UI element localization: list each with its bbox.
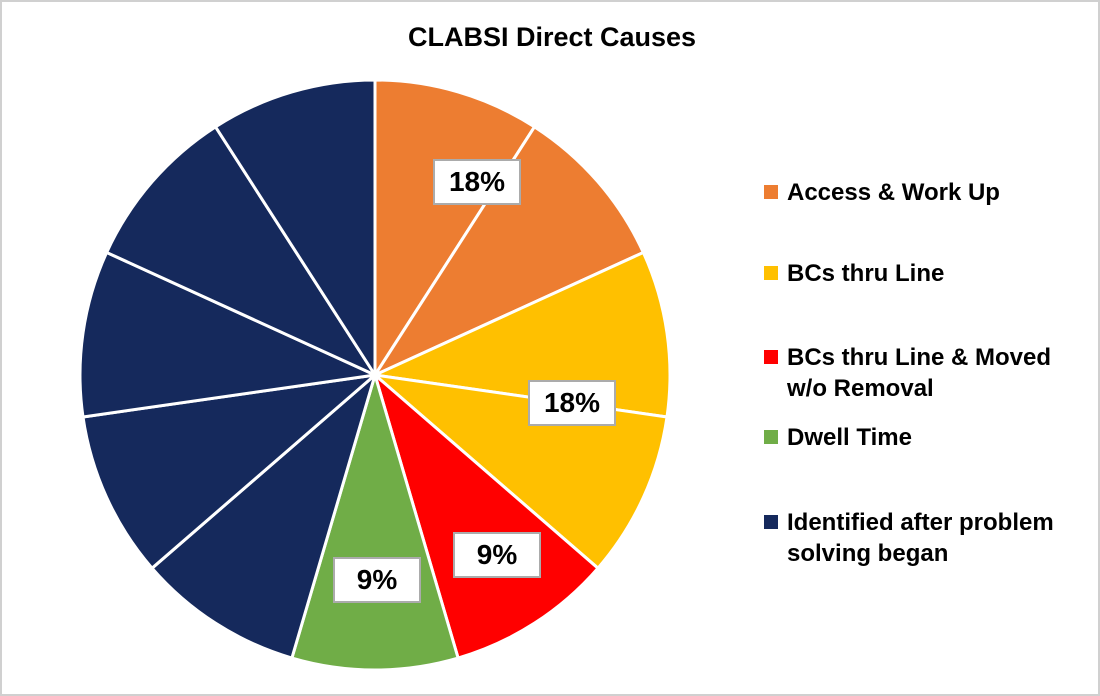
pie-slice-0-1 <box>373 125 645 377</box>
pie-slice-0-0 <box>373 78 536 377</box>
legend-item-4: Identified after problem solving began <box>764 507 1094 569</box>
legend-item-1: BCs thru Line <box>764 258 1094 289</box>
legend-swatch-icon <box>764 515 778 529</box>
pie-slice-2-0 <box>373 373 600 660</box>
data-label-2: 9% <box>453 532 541 578</box>
legend-item-label: Identified after problem solving began <box>787 509 1054 567</box>
pie-slice-4-4 <box>214 78 377 377</box>
legend-item-3: Dwell Time <box>764 422 1094 453</box>
legend-item-label: BCs thru Line & Moved w/o Removal <box>787 344 1052 402</box>
data-label-3: 9% <box>333 557 421 603</box>
legend-swatch-icon <box>764 430 778 444</box>
pie-slice-4-2 <box>78 250 377 419</box>
legend-swatch-icon <box>764 350 778 364</box>
pie-slice-4-0 <box>150 373 377 660</box>
chart-title: CLABSI Direct Causes <box>407 22 697 52</box>
legend-swatch-icon <box>764 266 778 280</box>
pie-slice-4-3 <box>105 125 377 377</box>
legend-item-label: BCs thru Line <box>787 260 945 287</box>
data-label-1: 18% <box>528 380 616 426</box>
legend-swatch-icon <box>764 185 778 199</box>
legend-item-2: BCs thru Line & Moved w/o Removal <box>764 342 1094 404</box>
legend-item-label: Dwell Time <box>787 424 912 451</box>
legend-item-label: Access & Work Up <box>787 179 1000 206</box>
data-label-0: 18% <box>433 159 521 205</box>
legend-item-0: Access & Work Up <box>764 177 1094 208</box>
pie-slice-1-0 <box>373 250 672 419</box>
pie-slice-4-1 <box>81 373 377 570</box>
